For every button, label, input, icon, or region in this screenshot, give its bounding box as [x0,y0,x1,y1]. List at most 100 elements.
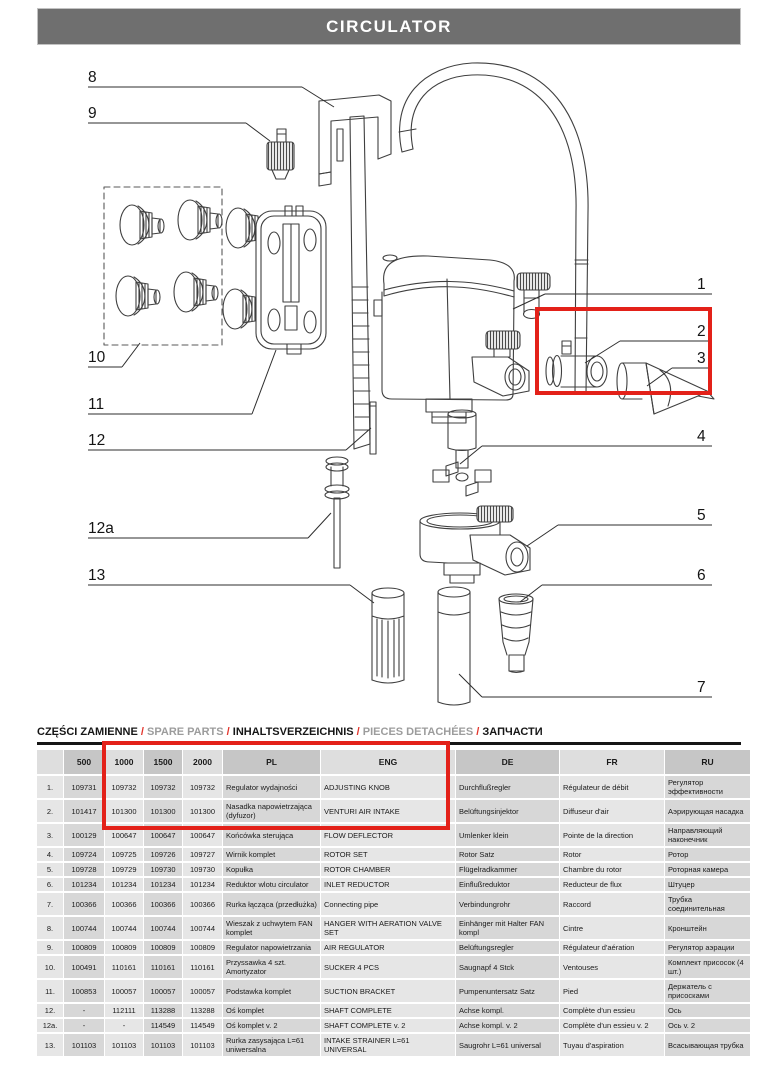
table-cell: Oś komplet [223,1004,320,1017]
table-cell: Régulateur d'aération [560,941,664,954]
table-cell: 101103 [144,1034,182,1056]
table-cell: 112111 [105,1004,143,1017]
table-cell: Роторная камера [665,863,750,876]
suction-cup-set-part [103,186,223,346]
table-cell: 114549 [183,1019,222,1032]
table-cell: INTAKE STRAINER L=61 UNIVERSAL [321,1034,455,1056]
table-cell: 5. [37,863,63,876]
callout-10: 10 [88,349,106,366]
table-cell: Всасывающая трубка [665,1034,750,1056]
table-cell: 109729 [105,863,143,876]
callout-13: 13 [88,567,105,584]
title-bar: CIRCULATOR [37,8,741,45]
table-cell: 109732 [105,776,143,798]
table-title-segment: / [473,726,483,738]
table-cell: Регулятор аэрации [665,941,750,954]
column-header-FR: FR [560,750,664,774]
table-cell: 101234 [183,878,222,891]
column-header-DE: DE [456,750,559,774]
table-cell: Przyssawka 4 szt. Amortyzator [223,956,320,978]
table-cell: Tuyau d'aspiration [560,1034,664,1056]
table-cell: 101417 [64,800,104,822]
table-cell: 8. [37,917,63,939]
table-cell: 109732 [144,776,182,798]
table-cell: Einhänger mit Halter FAN kompl [456,917,559,939]
page-title: CIRCULATOR [326,16,452,36]
callout-5: 5 [697,507,706,524]
table-cell: INLET REDUCTOR [321,878,455,891]
table-cell: Ось v. 2 [665,1019,750,1032]
callout-3: 3 [697,350,706,367]
table-cell: Держатель с присосками [665,980,750,1002]
table-cell: 113288 [144,1004,182,1017]
table-cell: ROTOR SET [321,848,455,861]
table-cell: 100129 [64,824,104,846]
column-header-num [37,750,63,774]
table-cell: 13. [37,1034,63,1056]
table-cell: 100366 [105,893,143,915]
table-cell: Rotor Satz [456,848,559,861]
table-cell: Reducteur de flux [560,878,664,891]
table-cell: Raccord [560,893,664,915]
table-cell: 100744 [183,917,222,939]
table-title-segment: INHALTSVERZEICHNIS [232,726,354,738]
table-title-segment: / [353,726,363,738]
callout-7: 7 [697,679,706,696]
intake-tube-part [437,586,471,706]
table-cell: Durchflußregler [456,776,559,798]
table-cell: Einflußreduktor [456,878,559,891]
table-cell: Connecting pipe [321,893,455,915]
table-cell: Complète d'un essieu [560,1004,664,1017]
table-cell: 100744 [105,917,143,939]
table-cell: 100809 [105,941,143,954]
table-cell: Chambre du rotor [560,863,664,876]
table-cell: 113288 [183,1004,222,1017]
table-cell: Регулятор эффективности [665,776,750,798]
table-cell: 100366 [144,893,182,915]
column-header-500: 500 [64,750,104,774]
table-cell: 110161 [144,956,182,978]
table-cell: Pumpenuntersatz Satz [456,980,559,1002]
callout-8: 8 [88,69,97,86]
table-cell: 109727 [183,848,222,861]
rotor-chamber-part [419,505,531,584]
table-cell: Diffuseur d'air [560,800,664,822]
column-header-2000: 2000 [183,750,222,774]
table-cell: 101234 [64,878,104,891]
table-cell: 7. [37,893,63,915]
table-cell: 109730 [144,863,182,876]
table-cell: 100809 [183,941,222,954]
table-cell: 100647 [183,824,222,846]
table-title-segment: / [223,726,233,738]
table-cell: SHAFT COMPLETE v. 2 [321,1019,455,1032]
table-cell: 100647 [144,824,182,846]
table-cell: 100809 [144,941,182,954]
callout-9: 9 [88,105,97,122]
table-cell: Комплект присосок (4 шт.) [665,956,750,978]
exploded-parts-diagram: 8 9 10 11 12 12a 13 1 2 3 4 5 6 7 [88,62,715,706]
table-title-segment: / [137,726,148,738]
table-cell: 100647 [105,824,143,846]
table-cell: Ventouses [560,956,664,978]
table-cell: 12. [37,1004,63,1017]
table-cell: 100366 [64,893,104,915]
table-cell: 101300 [144,800,182,822]
table-cell: 114549 [144,1019,182,1032]
callout-2: 2 [697,323,706,340]
table-title-segment: PIECES DETACHÉES [362,726,474,738]
table-cell: Flügelradkammer [456,863,559,876]
table-cell: 109730 [183,863,222,876]
flow-deflector-part [616,362,715,415]
air-valve-part [266,128,295,180]
table-cell: 100057 [105,980,143,1002]
table-cell: Régulateur de débit [560,776,664,798]
